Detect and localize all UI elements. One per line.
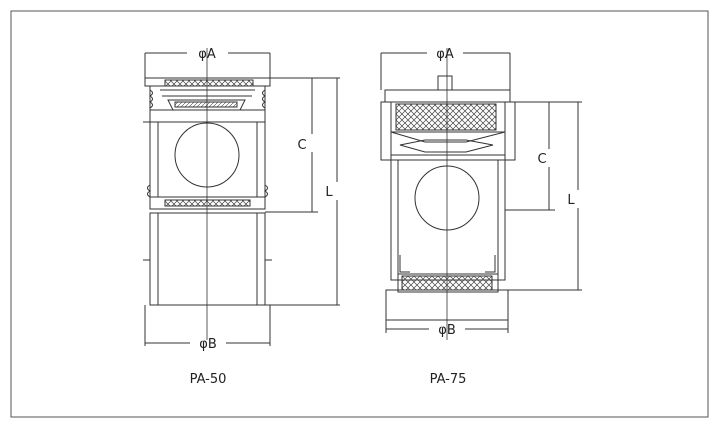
- pa50-model-label: PA-50: [190, 372, 227, 387]
- pa75-dim-phi-a: φA: [436, 47, 454, 62]
- pa75-dim-c: C: [537, 152, 546, 167]
- pa50-dim-c: C: [297, 138, 306, 153]
- pa50-dim-phi-b: φB: [199, 337, 217, 352]
- pa75-drawing: [380, 48, 582, 340]
- pa50-dim-l: L: [325, 185, 333, 200]
- pa50-drawing: [143, 48, 340, 346]
- drawing-border: [10, 10, 709, 418]
- pa75-dim-phi-b: φB: [438, 323, 456, 338]
- pa75-model-label: PA-75: [430, 372, 467, 387]
- pa50-dim-phi-a: φA: [198, 47, 216, 62]
- pa75-dim-l: L: [567, 193, 575, 208]
